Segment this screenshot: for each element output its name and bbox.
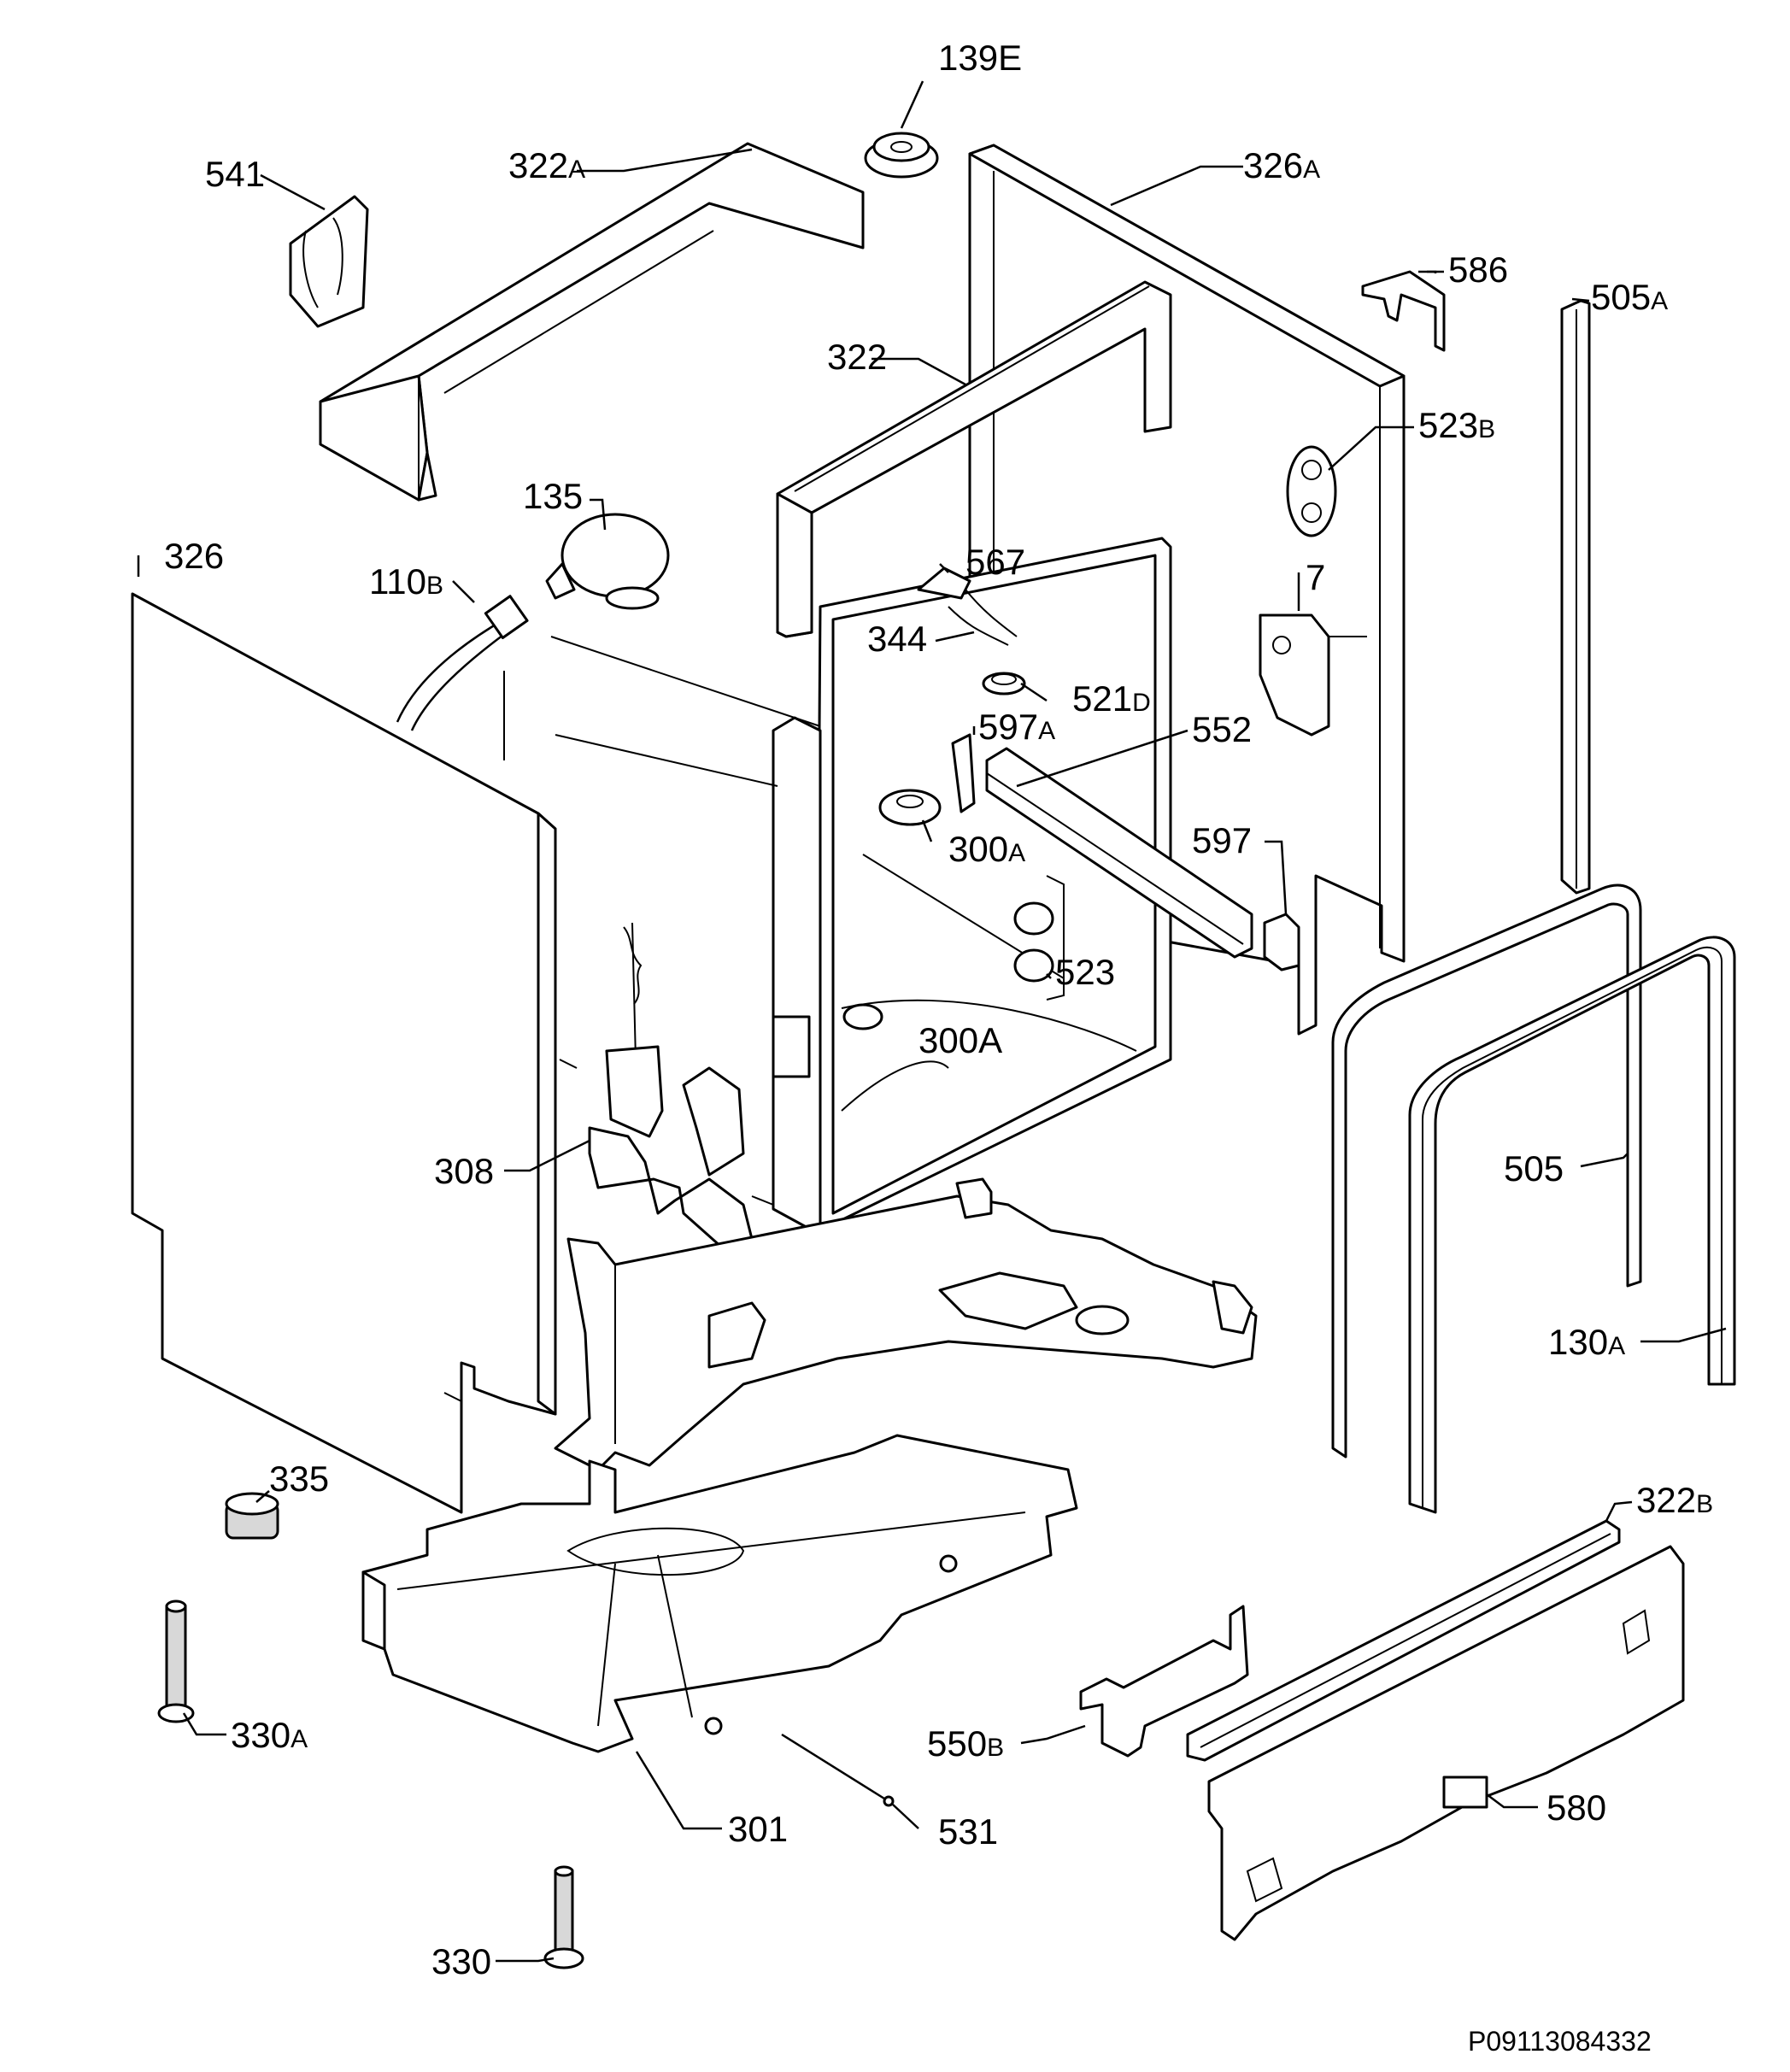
callout-580: 580: [1546, 1787, 1606, 1828]
callout-597: 597: [1192, 820, 1252, 860]
part-521D-ring: [982, 672, 1026, 696]
part-505A-strip: [1560, 299, 1591, 895]
callout-326A: 326A: [1243, 145, 1320, 185]
callout-344: 344: [867, 619, 927, 659]
callout-130A: 130A: [1548, 1322, 1625, 1362]
part-335-foot: [225, 1492, 279, 1540]
callout-505A: 505A: [1591, 277, 1668, 317]
part-tub-frame: [550, 537, 1172, 1236]
callout-300A-lower: 300A: [918, 1020, 1002, 1060]
part-135-float: [545, 513, 670, 610]
part-300A-hub-upper: [878, 789, 942, 826]
part-330A-screw: [157, 1599, 195, 1723]
part-552-rail: [985, 747, 1253, 959]
callout-300A-upper: 300A: [948, 829, 1025, 869]
part-130A-seal: [1408, 936, 1736, 1514]
callout-330A: 330A: [231, 1715, 308, 1755]
part-sump-base: [554, 1177, 1258, 1471]
callout-521D: 521D: [1072, 678, 1151, 719]
callout-326: 326: [164, 536, 224, 576]
callout-308: 308: [434, 1151, 494, 1191]
callout-139E: 139E: [938, 38, 1022, 78]
callout-322B: 322B: [1636, 1480, 1713, 1520]
part-7-component: [1259, 613, 1367, 737]
callout-335: 335: [269, 1459, 329, 1499]
part-531-rod: [781, 1733, 895, 1807]
callout-301: 301: [728, 1809, 788, 1849]
document-code: P09113084332: [1468, 2026, 1652, 2057]
part-597-clip: [1263, 913, 1300, 971]
part-301-bottom-pan: [361, 1434, 1078, 1753]
callout-586: 586: [1448, 249, 1508, 290]
part-586-bracket: [1361, 270, 1446, 352]
callout-550B: 550B: [927, 1723, 1004, 1764]
callout-531: 531: [938, 1811, 998, 1852]
part-541-clip: [289, 195, 369, 328]
part-322-upper-frame: [776, 280, 1172, 638]
callout-322A: 322A: [508, 145, 585, 185]
part-580-kickplate: [1207, 1545, 1685, 1941]
callout-110B: 110B: [369, 561, 443, 602]
callout-523: 523: [1055, 952, 1115, 992]
part-110B-hose: [396, 595, 529, 760]
callout-567: 567: [965, 542, 1025, 582]
part-567-clamp: [917, 566, 1018, 646]
part-330-screw: [543, 1865, 584, 1969]
part-139E-nut: [864, 132, 939, 179]
leader-lines: [137, 80, 1727, 1963]
callout-597A: 597A: [978, 707, 1055, 747]
part-308-door-lock: [559, 922, 754, 1249]
callout-541: 541: [205, 154, 265, 194]
part-322A-frame-rail: [319, 142, 865, 502]
part-300A-hub-lower: [842, 1003, 883, 1030]
callout-135: 135: [523, 476, 583, 516]
callout-330: 330: [431, 1941, 491, 1981]
part-505-door-seal: [1331, 883, 1642, 1459]
callout-505: 505: [1504, 1148, 1564, 1189]
part-523-grommets: [1013, 875, 1065, 1001]
callout-523B: 523B: [1418, 405, 1495, 445]
callout-7: 7: [1306, 557, 1325, 597]
callout-labels: 139E 541 322A 326A 586 505A 322 523B 135…: [164, 38, 1713, 1981]
part-326-side-panel: [131, 592, 557, 1514]
part-550B-bracket: [1079, 1605, 1249, 1758]
part-597A-clip: [951, 733, 976, 813]
callout-322: 322: [827, 337, 887, 377]
part-523B-grommet: [1286, 445, 1337, 537]
callout-552: 552: [1192, 709, 1252, 749]
